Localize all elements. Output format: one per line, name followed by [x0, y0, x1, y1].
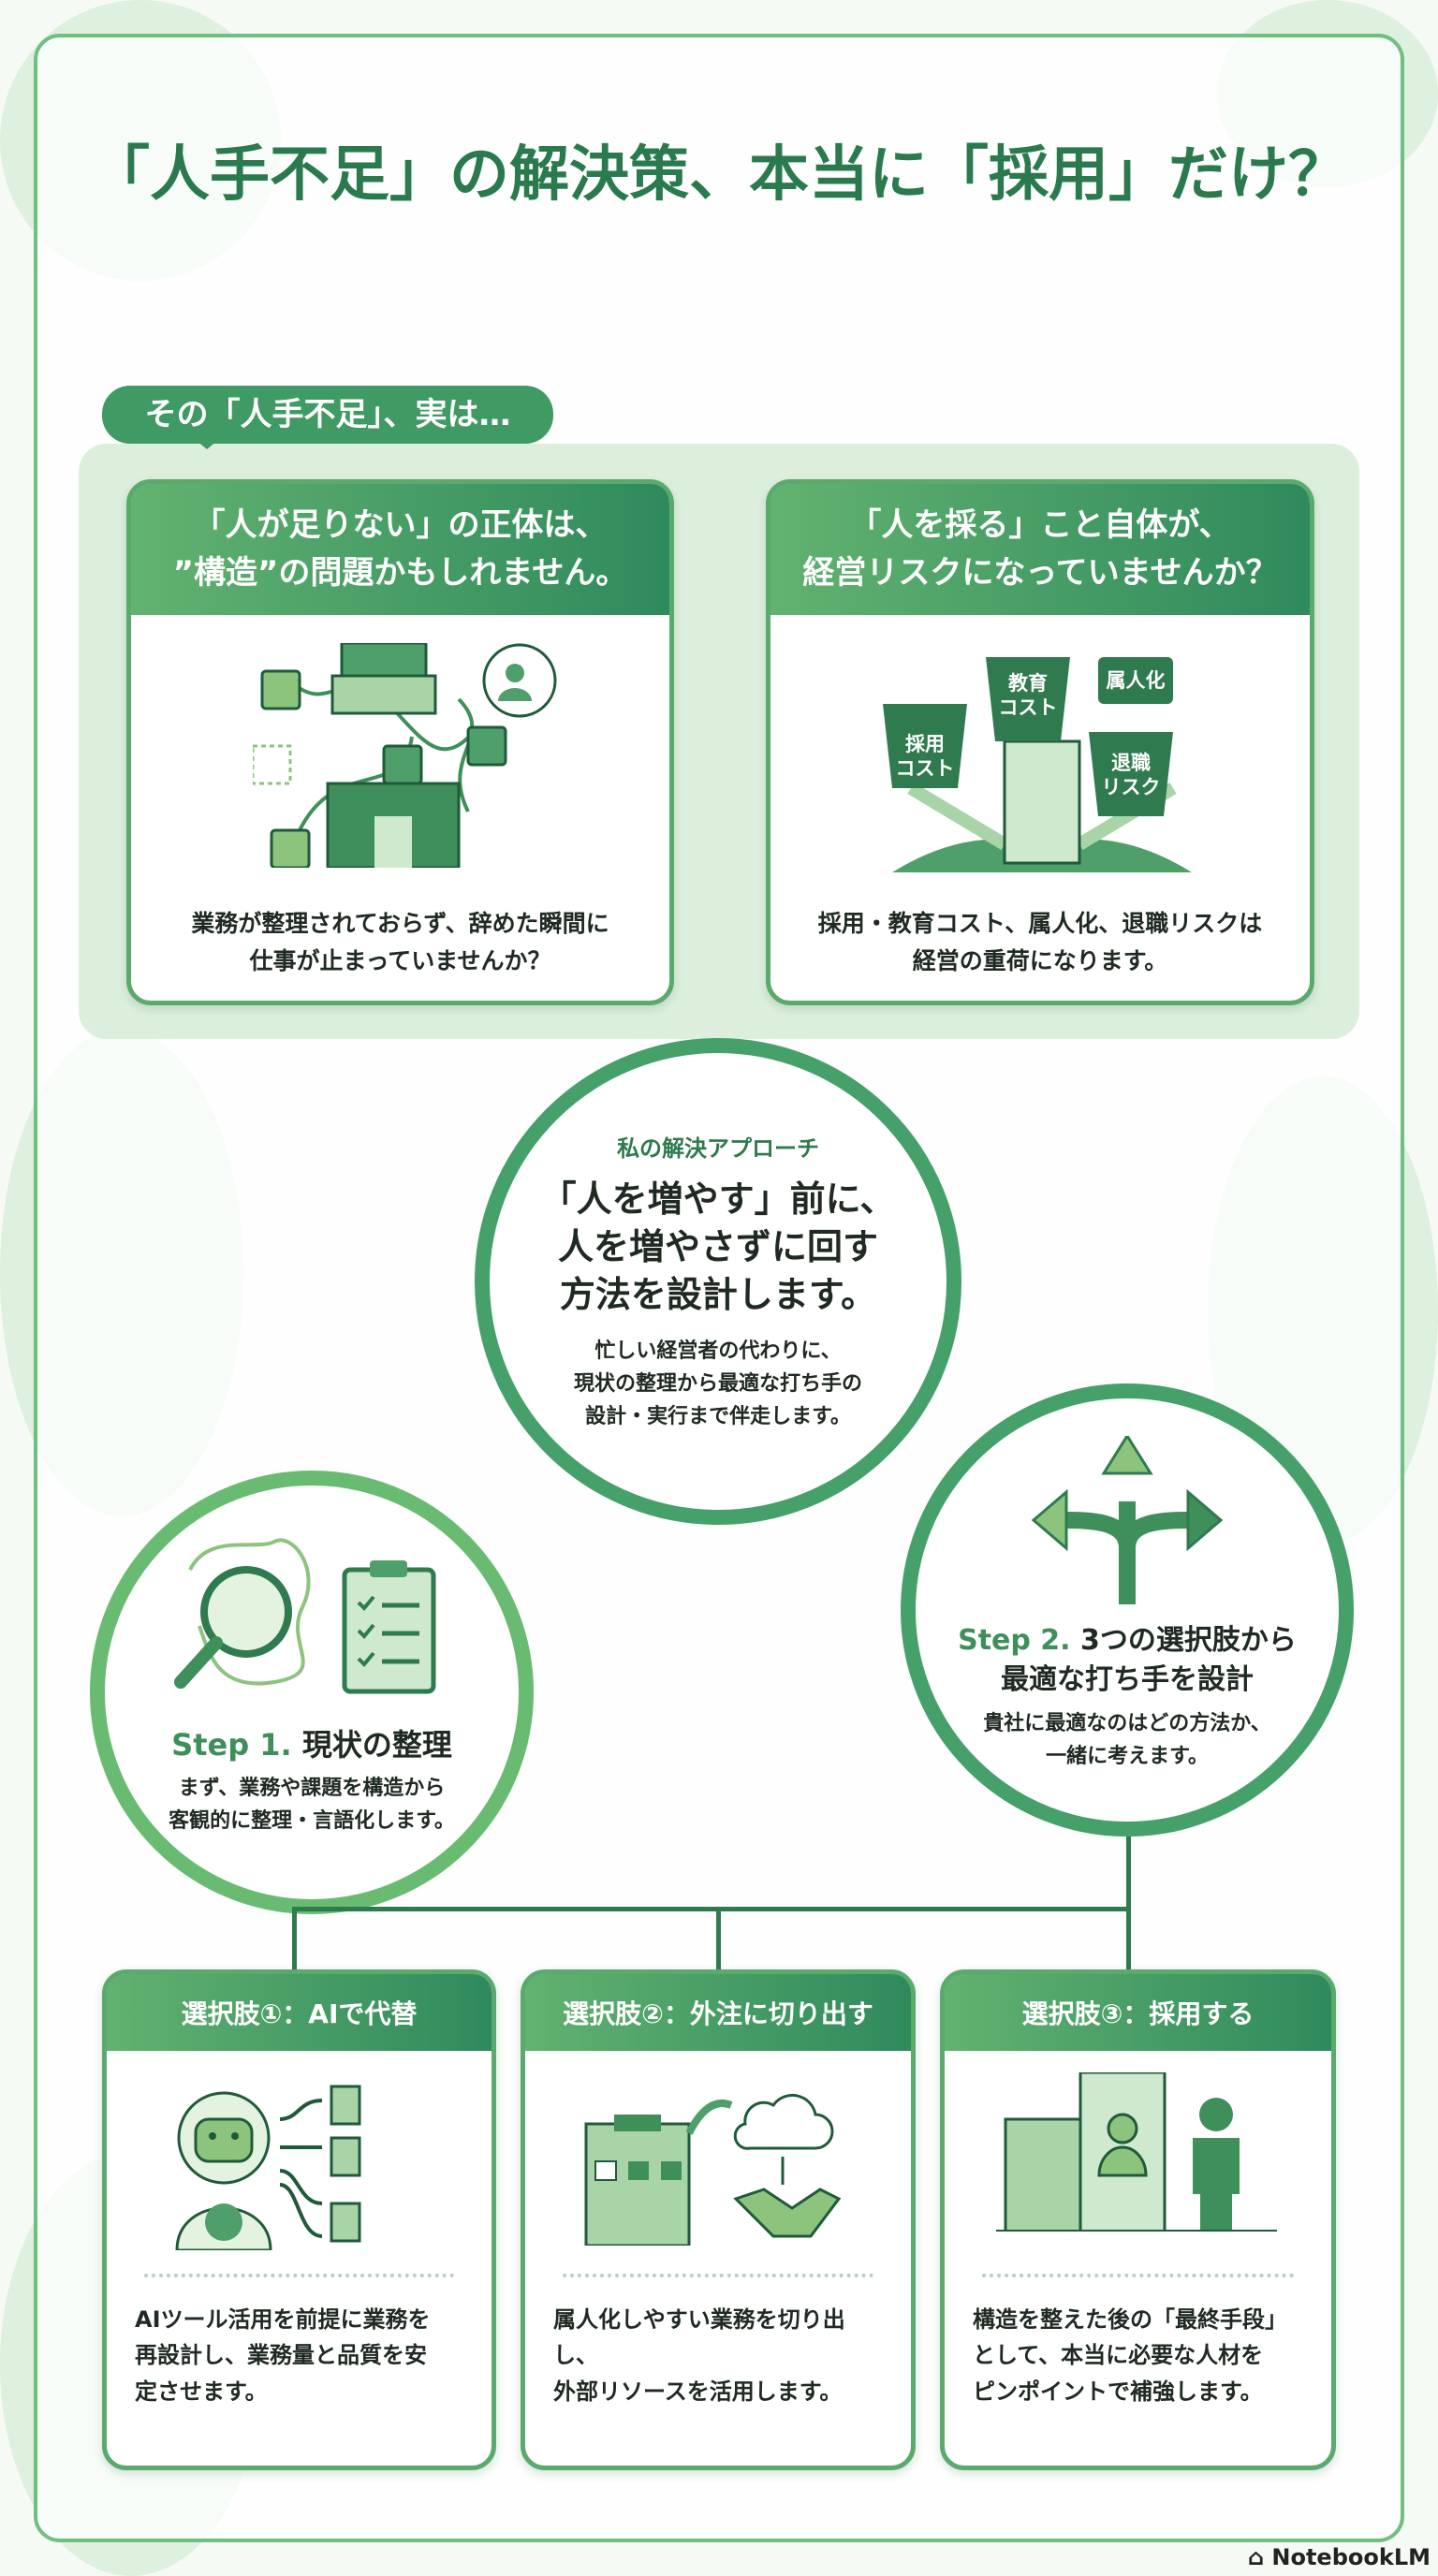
problem-card-structure: 「人が足りない」の正体は、 ”構造”の問題かもしれません。 業務が整理されておら… — [126, 479, 674, 1005]
robot-ai-icon — [175, 2085, 361, 2250]
option-body-line: 外部リソースを活用します。 — [553, 2378, 843, 2405]
step1-circle: Step 1. 現状の整理 まず、業務や課題を構造から 客観的に整理・言語化しま… — [90, 1471, 534, 1914]
step1-title: 現状の整理 — [301, 1727, 452, 1763]
option-body-line: 再設計し、業務量と品質を安 — [135, 2342, 427, 2369]
option-title: 選択肢①：AIで代替 — [107, 1974, 492, 2051]
step1-body-line: 客観的に整理・言語化します。 — [169, 1809, 455, 1834]
problem-card-hiring-risk: 「人を採る」こと自体が、 経営リスクになっていませんか？ 採用コスト 教育コスト… — [766, 479, 1314, 1005]
connector-horizontal — [292, 1907, 1131, 1911]
connector-drop — [716, 1907, 721, 1972]
card-heading-line: 「人を採る」こと自体が、 — [849, 506, 1231, 544]
approach-headline-line: 方法を設計します。 — [559, 1274, 877, 1316]
step2-number: Step 2. — [958, 1624, 1071, 1657]
approach-body-line: 忙しい経営者の代わりに、 — [594, 1339, 842, 1363]
divider — [563, 2274, 873, 2277]
option-card-ai: 選択肢①：AIで代替 AIツール活用を前提に業務を 再設計し、業務量と品質を安 … — [102, 1969, 496, 2470]
weight-label-line: 採用 — [905, 733, 945, 755]
option-body-line: ピンポイントで補強します。 — [973, 2378, 1263, 2405]
step2-body-line: 一緒に考えます。 — [1046, 1745, 1209, 1769]
brand-logo: ⌂ NotebookLM — [1248, 2544, 1431, 2570]
weight-label-training-cost: 教育コスト — [999, 672, 1058, 719]
card-body-line: 仕事が止まっていませんか？ — [249, 947, 551, 974]
page-title: 「人手不足」の解決策、本当に「採用」だけ？ — [90, 140, 1348, 210]
approach-headline-line: 人を増やさずに回す — [557, 1226, 878, 1268]
step2-body-line: 貴社に最適なのはどの方法か、 — [983, 1712, 1271, 1735]
card-body-line: 業務が整理されておらず、辞めた瞬間に — [191, 910, 609, 937]
weight-label-turnover-risk: 退職リスク — [1102, 752, 1161, 798]
building-person-icon — [996, 2072, 1277, 2232]
option-body-line: として、本当に必要な人材を — [973, 2342, 1264, 2369]
approach-headline-line: 「人を増やす」前に、 — [540, 1178, 896, 1220]
branching-arrows-icon — [1031, 1436, 1224, 1604]
divider — [144, 2274, 454, 2277]
weight-label-line: 教育 — [1008, 672, 1048, 695]
option-body-line: AIツール活用を前提に業務を — [135, 2306, 431, 2333]
option-body-line: 定させます。 — [135, 2378, 268, 2405]
option-card-hire: 選択肢③：採用する 構造を整えた後の「最終手段」 として、本当に必要な人材を ピ… — [940, 1969, 1336, 2470]
step2-title-line: 最適な打ち手を設計 — [1001, 1663, 1254, 1696]
weight-label-line: コスト — [999, 696, 1058, 719]
weight-label-dependency: 属人化 — [1107, 669, 1166, 692]
weight-label-line: 属人化 — [1107, 669, 1166, 692]
divider — [982, 2274, 1294, 2277]
connector-vertical — [1126, 1837, 1131, 1910]
card-heading-line: ”構造”の問題かもしれません。 — [172, 554, 628, 592]
weight-label-hiring-cost: 採用コスト — [896, 733, 955, 780]
approach-body-line: 設計・実行まで伴走します。 — [585, 1405, 851, 1429]
weights-on-building-icon: 採用コスト 教育コスト 属人化 退職リスク — [883, 657, 1192, 872]
step1-number: Step 1. — [171, 1727, 292, 1763]
option-body-line: 属人化しやすい業務を切り出し、 — [553, 2306, 845, 2369]
intro-bubble: その「人手不足」、実は… — [102, 386, 553, 449]
connector-drop — [1126, 1907, 1131, 1972]
card-body-line: 経営の重荷になります。 — [912, 947, 1168, 974]
connector-drop — [292, 1907, 297, 1972]
weight-label-line: リスク — [1102, 776, 1161, 798]
card-heading-line: 経営リスクになっていませんか？ — [802, 554, 1278, 592]
step2-circle: Step 2. 3つの選択肢から 最適な打ち手を設計 貴社に最適なのはどの方法か… — [901, 1383, 1354, 1837]
step1-body-line: まず、業務や課題を構造から — [178, 1777, 446, 1800]
tangled-structure-icon — [253, 643, 557, 868]
outsource-handshake-icon — [584, 2093, 842, 2246]
weight-label-line: コスト — [896, 757, 955, 780]
approach-circle: 私の解決アプローチ 「人を増やす」前に、 人を増やさずに回す 方法を設計します。… — [475, 1038, 961, 1525]
option-body-line: 構造を整えた後の「最終手段」 — [973, 2306, 1287, 2333]
approach-body-line: 現状の整理から最適な打ち手の — [573, 1371, 862, 1396]
notebook-icon: ⌂ — [1247, 2544, 1265, 2570]
card-body-line: 採用・教育コスト、属人化、退職リスクは — [817, 910, 1263, 937]
option-title: 選択肢②：外注に切り出す — [525, 1974, 911, 2051]
option-card-outsource: 選択肢②：外注に切り出す 属人化しやすい業務を切り出し、 外部リソースを活用しま… — [521, 1969, 916, 2470]
option-title: 選択肢③：採用する — [945, 1974, 1331, 2051]
card-heading-line: 「人が足りない」の正体は、 — [193, 506, 608, 544]
weight-label-line: 退職 — [1111, 752, 1151, 774]
brand-name: NotebookLM — [1271, 2544, 1431, 2570]
step2-title-line: 3つの選択肢から — [1080, 1624, 1297, 1657]
approach-label: 私の解決アプローチ — [617, 1134, 819, 1162]
magnifier-clipboard-icon — [174, 1538, 436, 1694]
